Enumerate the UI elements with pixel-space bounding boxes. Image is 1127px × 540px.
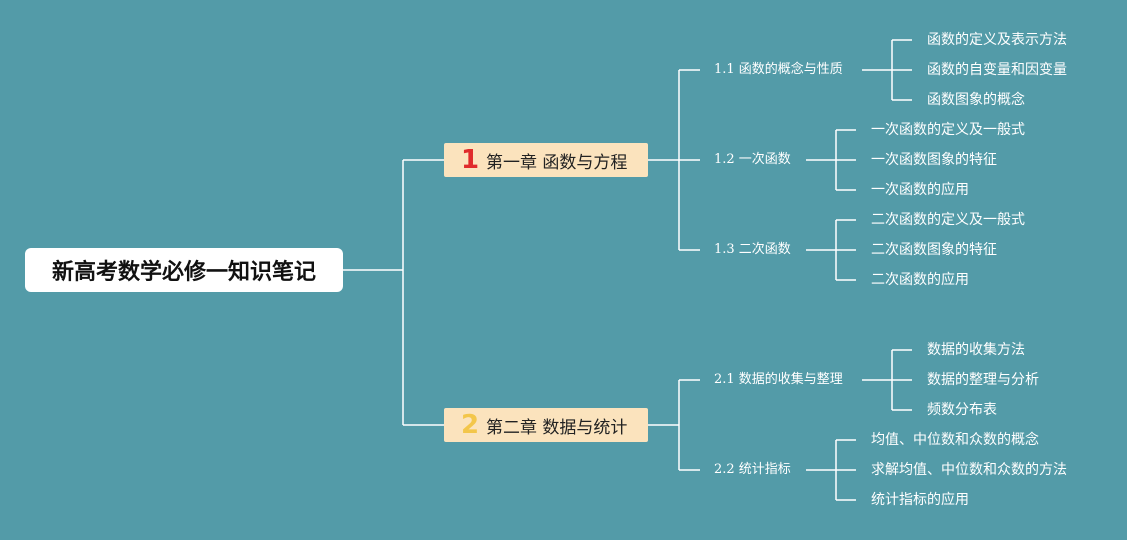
connector-sec-2-1: [862, 349, 912, 411]
leaf-2-1-2[interactable]: 数据的整理与分析: [927, 372, 1039, 388]
leaf-1-2-1[interactable]: 一次函数的定义及一般式: [871, 122, 1025, 138]
section-2-2[interactable]: 2.2 统计指标: [714, 462, 791, 477]
connector-root: [343, 159, 444, 426]
chapter-1-number: 1: [460, 145, 480, 175]
connector-sec-1-3: [806, 219, 856, 281]
chapter-1-title: 第一章 函数与方程: [486, 152, 628, 173]
chapter-2-node[interactable]: 2 第二章 数据与统计: [444, 408, 648, 442]
section-2-1[interactable]: 2.1 数据的收集与整理: [714, 372, 843, 387]
leaf-1-3-2[interactable]: 二次函数图象的特征: [871, 242, 997, 258]
leaf-2-2-2[interactable]: 求解均值、中位数和众数的方法: [871, 462, 1067, 478]
leaf-2-1-3[interactable]: 频数分布表: [927, 402, 997, 418]
chapter-2-title: 第二章 数据与统计: [486, 417, 628, 438]
leaf-1-1-2[interactable]: 函数的自变量和因变量: [927, 62, 1067, 78]
section-1-1[interactable]: 1.1 函数的概念与性质: [714, 62, 843, 77]
connector-chapter-1: [648, 69, 700, 251]
connector-chapter-2: [648, 379, 700, 471]
leaf-1-3-3[interactable]: 二次函数的应用: [871, 272, 969, 288]
leaf-1-2-2[interactable]: 一次函数图象的特征: [871, 152, 997, 168]
connector-sec-1-1: [862, 39, 912, 101]
leaf-1-3-1[interactable]: 二次函数的定义及一般式: [871, 212, 1025, 228]
section-1-3[interactable]: 1.3 二次函数: [714, 242, 791, 257]
leaf-2-2-1[interactable]: 均值、中位数和众数的概念: [871, 432, 1039, 448]
connector-sec-1-2: [806, 129, 856, 191]
connector-sec-2-2: [806, 439, 856, 501]
leaf-2-1-1[interactable]: 数据的收集方法: [927, 342, 1025, 358]
leaf-2-2-3[interactable]: 统计指标的应用: [871, 492, 969, 508]
leaf-1-2-3[interactable]: 一次函数的应用: [871, 182, 969, 198]
chapter-1-node[interactable]: 1 第一章 函数与方程: [444, 143, 648, 177]
leaf-1-1-3[interactable]: 函数图象的概念: [927, 92, 1025, 108]
chapter-2-number: 2: [460, 410, 480, 440]
section-1-2[interactable]: 1.2 一次函数: [714, 152, 791, 167]
root-title[interactable]: 新高考数学必修一知识笔记: [25, 248, 343, 292]
leaf-1-1-1[interactable]: 函数的定义及表示方法: [927, 32, 1067, 48]
